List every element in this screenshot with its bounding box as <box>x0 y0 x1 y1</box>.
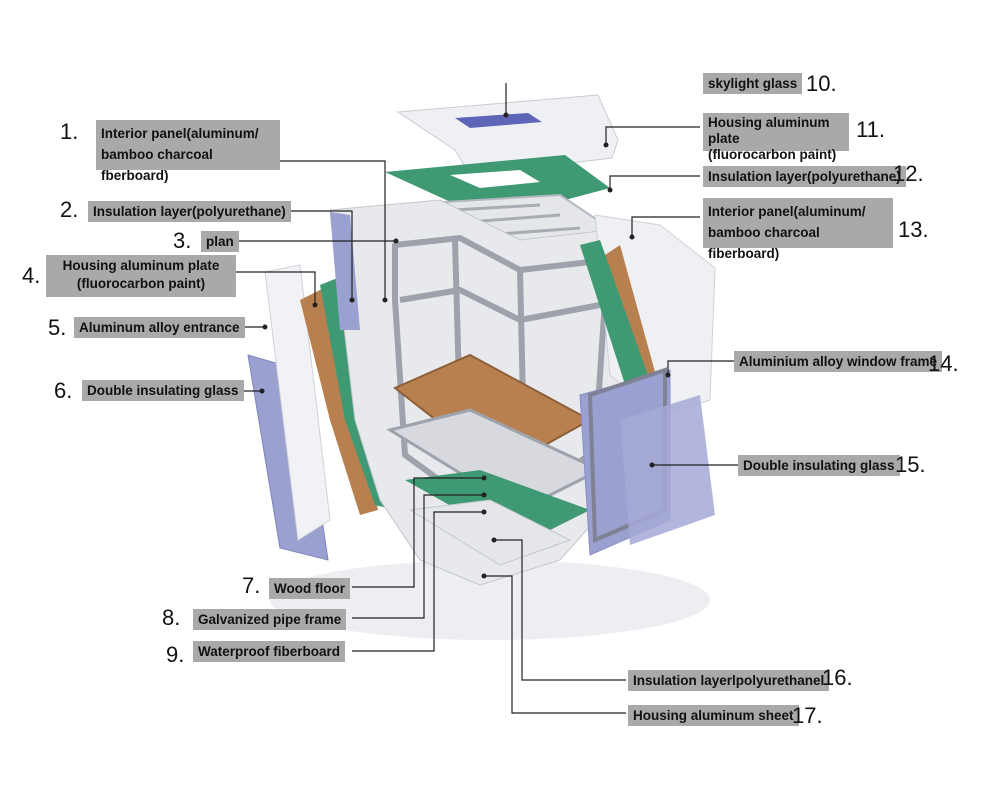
number-5: 5. <box>48 315 67 340</box>
roof-cap <box>396 94 619 176</box>
label-12: Insulation layer(polyurethane) <box>703 166 906 187</box>
ground-shadow <box>270 560 710 640</box>
number-14: 14. <box>928 351 959 376</box>
number-13: 13. <box>898 217 929 242</box>
right-wood-strip <box>605 245 660 395</box>
label-17: Housing aluminum sheet <box>628 705 799 726</box>
label-4: Housing aluminum plate (fluorocarbon pai… <box>46 255 236 297</box>
right-insulation-strip <box>580 240 655 400</box>
number-8: 8. <box>162 605 181 630</box>
label-15: Double insulating glass <box>738 455 900 476</box>
number-1: 1. <box>60 119 79 144</box>
label-13: Interior panel(aluminum/ bamboo charcoal… <box>703 198 893 261</box>
number-15: 15. <box>895 452 926 477</box>
label-11: Housing aluminum plate (fluorocarbon pai… <box>703 113 849 162</box>
label-6: Double insulating glass <box>82 380 244 401</box>
skylight-glass <box>455 113 542 128</box>
label-3: plan <box>201 231 239 252</box>
number-16: 16. <box>822 665 853 690</box>
label-16: Insulation layerlpolyurethanel <box>628 670 830 691</box>
left-entrance-panel <box>264 264 331 541</box>
number-6: 6. <box>54 378 73 403</box>
number-3: 3. <box>173 228 192 253</box>
label-1: Interior panel(aluminum/ bamboo charcoal… <box>96 120 280 183</box>
label-7: Wood floor <box>269 578 350 599</box>
label-2: Insulation layer(polyurethane) <box>88 201 291 222</box>
number-7: 7. <box>242 573 261 598</box>
roof-insulation <box>385 155 610 220</box>
label-14: Aluminium alloy window frame <box>734 351 943 372</box>
floor-housing-layer <box>408 499 572 566</box>
number-10: 10. <box>806 71 837 96</box>
label-10: skylight glass <box>703 73 803 94</box>
label-5: Aluminum alloy entrance <box>74 317 245 338</box>
number-17: 17. <box>792 703 823 728</box>
number-9: 9. <box>166 642 185 667</box>
label-9: Waterproof fiberboard <box>193 641 346 662</box>
label-8: Galvanized pipe frame <box>193 609 347 630</box>
number-2: 2. <box>60 197 79 222</box>
number-12: 12. <box>893 161 924 186</box>
number-4: 4. <box>22 263 41 288</box>
number-11: 11. <box>856 117 885 142</box>
right-outer-glass <box>620 395 715 545</box>
leader-dots <box>259 112 671 579</box>
